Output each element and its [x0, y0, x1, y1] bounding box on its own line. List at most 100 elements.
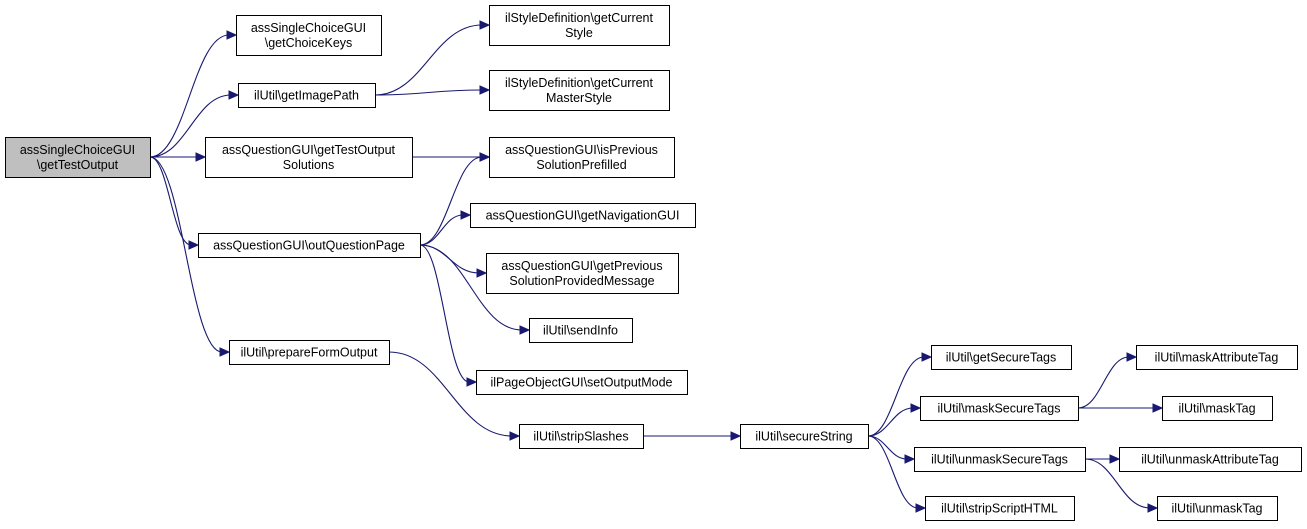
edge-out-question-page-to-get-previous-solution-provided-message	[419, 244, 488, 278]
edge-mask-secure-tags-to-mask-tag	[1078, 403, 1164, 413]
edge-get-test-output-solutions-to-is-previous-solution-prefilled	[412, 152, 491, 162]
node-mask-tag[interactable]: ilUtil\maskTag	[1162, 396, 1273, 421]
node-box	[198, 233, 421, 258]
node-get-secure-tags[interactable]: ilUtil\getSecureTags	[931, 345, 1072, 370]
node-label: ilUtil\getSecureTags	[946, 351, 1056, 365]
node-box	[489, 137, 675, 178]
node-label: ilUtil\maskSecureTags	[938, 402, 1061, 416]
node-label: ilUtil\maskTag	[1178, 402, 1255, 416]
node-is-previous-solution-prefilled[interactable]: assQuestionGUI\isPreviousSolutionPrefill…	[489, 137, 675, 178]
node-label: \getTestOutput	[37, 158, 119, 172]
node-set-output-mode[interactable]: ilPageObjectGUI\setOutputMode	[476, 370, 688, 395]
node-root: assSingleChoiceGUI\getTestOutput	[5, 137, 151, 178]
edge-secure-string-to-strip-script-html	[867, 435, 927, 513]
edge-line	[867, 407, 914, 437]
arrowhead	[479, 20, 491, 30]
node-label: assQuestionGUI\getPrevious	[501, 259, 662, 273]
arrowhead	[1126, 352, 1138, 362]
edge-root-to-prepare-form-output	[149, 156, 231, 357]
edge-out-question-page-to-get-navigation-gui	[419, 210, 472, 246]
node-get-choice-keys[interactable]: assSingleChoiceGUI\getChoiceKeys	[236, 15, 382, 56]
edge-line	[419, 244, 470, 383]
edge-line	[149, 94, 232, 158]
node-label: ilPageObjectGUI\setOutputMode	[490, 376, 672, 390]
arrowhead	[509, 431, 521, 441]
node-label: ilUtil\stripScriptHTML	[941, 502, 1058, 516]
node-out-question-page[interactable]: assQuestionGUI\outQuestionPage	[198, 233, 421, 258]
edge-line	[374, 89, 483, 96]
node-unmask-attribute-tag[interactable]: ilUtil\unmaskAttributeTag	[1119, 447, 1302, 472]
node-label: assSingleChoiceGUI	[251, 21, 366, 35]
node-label: assSingleChoiceGUI	[20, 143, 135, 157]
arrowhead	[228, 90, 240, 100]
edge-line	[419, 214, 464, 246]
edge-out-question-page-to-is-previous-solution-prefilled	[419, 152, 491, 246]
node-label: SolutionProvidedMessage	[509, 274, 654, 288]
arrowhead	[910, 403, 922, 413]
node-box	[238, 83, 376, 108]
arrowhead	[476, 268, 488, 278]
edge-secure-string-to-unmask-secure-tags	[867, 435, 916, 464]
arrowhead	[730, 431, 742, 441]
node-box	[486, 253, 679, 294]
node-box	[519, 424, 644, 449]
edge-line	[149, 34, 230, 158]
node-strip-slashes[interactable]: ilUtil\stripSlashes	[519, 424, 644, 449]
node-box	[740, 424, 869, 449]
node-box	[1119, 447, 1302, 472]
edge-root-to-out-question-page	[149, 156, 200, 250]
node-get-previous-solution-provided-message[interactable]: assQuestionGUI\getPreviousSolutionProvid…	[486, 253, 679, 294]
edge-get-image-path-to-get-current-master-style	[374, 85, 491, 96]
node-send-info[interactable]: ilUtil\sendInfo	[529, 318, 633, 343]
arrowhead	[519, 325, 531, 335]
node-label: Style	[565, 26, 593, 40]
edge-line	[419, 244, 523, 331]
arrowhead	[921, 352, 933, 362]
edge-secure-string-to-get-secure-tags	[867, 352, 933, 437]
edge-line	[419, 156, 483, 246]
edge-root-to-get-test-output-solutions	[150, 152, 207, 162]
edge-out-question-page-to-send-info	[419, 244, 531, 335]
edge-line	[374, 24, 483, 96]
arrowhead	[1109, 454, 1121, 464]
node-box	[920, 396, 1079, 421]
edge-root-to-get-choice-keys	[149, 30, 238, 158]
node-label: ilUtil\unmaskSecureTags	[931, 453, 1068, 467]
node-label: ilUtil\stripSlashes	[533, 430, 628, 444]
node-box	[931, 345, 1072, 370]
node-label: ilUtil\unmaskTag	[1171, 502, 1262, 516]
node-strip-script-html[interactable]: ilUtil\stripScriptHTML	[925, 496, 1075, 521]
arrowhead	[188, 240, 200, 250]
edge-line	[867, 435, 908, 460]
node-label: assQuestionGUI\isPrevious	[505, 143, 658, 157]
node-mask-secure-tags[interactable]: ilUtil\maskSecureTags	[920, 396, 1079, 421]
node-prepare-form-output[interactable]: ilUtil\prepareFormOutput	[229, 340, 390, 365]
edge-out-question-page-to-set-output-mode	[419, 244, 478, 387]
arrowhead	[226, 30, 238, 40]
arrowhead	[1152, 403, 1164, 413]
edge-line	[867, 356, 925, 437]
node-get-image-path[interactable]: ilUtil\getImagePath	[238, 83, 376, 108]
node-label: ilStyleDefinition\getCurrent	[505, 11, 654, 25]
node-unmask-secure-tags[interactable]: ilUtil\unmaskSecureTags	[914, 447, 1086, 472]
node-label: ilUtil\getImagePath	[254, 89, 359, 103]
node-box	[236, 15, 382, 56]
edge-unmask-secure-tags-to-unmask-tag	[1084, 458, 1159, 513]
node-get-navigation-gui[interactable]: assQuestionGUI\getNavigationGUI	[470, 203, 696, 228]
node-mask-attribute-tag[interactable]: ilUtil\maskAttributeTag	[1136, 345, 1298, 370]
arrowhead	[479, 85, 491, 95]
node-label: \getChoiceKeys	[265, 36, 353, 50]
edge-line	[388, 351, 513, 437]
node-unmask-tag[interactable]: ilUtil\unmaskTag	[1157, 496, 1278, 521]
edge-secure-string-to-mask-secure-tags	[867, 403, 922, 437]
node-label: ilUtil\maskAttributeTag	[1155, 351, 1279, 365]
edge-mask-secure-tags-to-mask-attribute-tag	[1077, 352, 1138, 409]
edge-line	[1084, 458, 1151, 509]
nodes-layer: assSingleChoiceGUI\getTestOutputassSingl…	[5, 5, 1302, 521]
arrowhead	[479, 152, 491, 162]
node-secure-string[interactable]: ilUtil\secureString	[740, 424, 869, 449]
